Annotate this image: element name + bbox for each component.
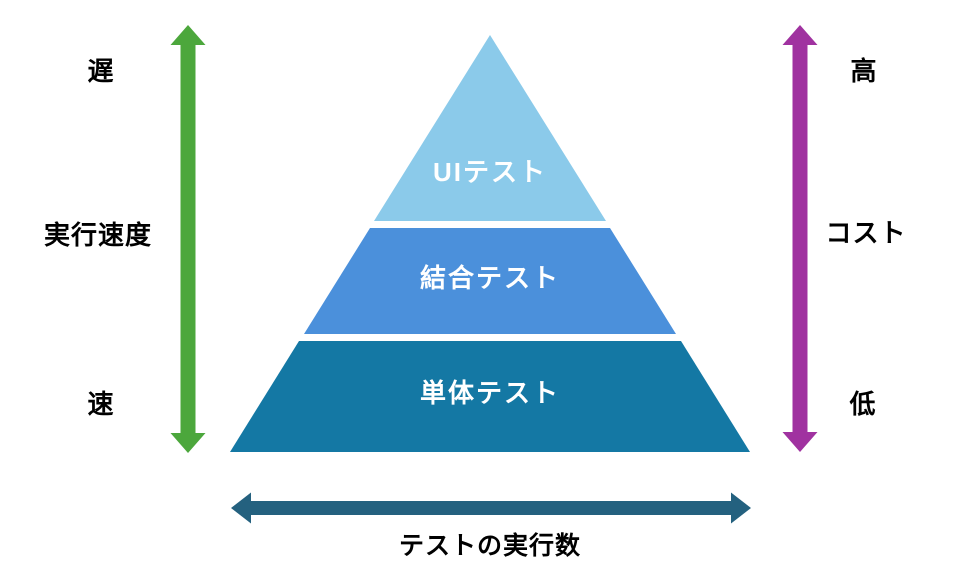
pyramid: UIテスト 結合テスト 単体テスト <box>230 35 750 452</box>
pyramid-layer-unit <box>230 341 750 452</box>
speed-axis: 遅 実行速度 速 <box>44 25 206 453</box>
pyramid-layer-ui-label: UIテスト <box>433 157 547 187</box>
pyramid-layer-ui <box>374 35 606 221</box>
pyramid-layer-integration <box>304 228 676 334</box>
cost-axis: 高 コスト 低 <box>782 25 906 452</box>
speed-bottom-label: 速 <box>87 389 114 419</box>
speed-top-label: 遅 <box>87 56 114 86</box>
speed-axis-double-arrow-icon <box>170 25 206 453</box>
cost-bottom-label: 低 <box>848 389 876 419</box>
speed-axis-label: 実行速度 <box>44 220 152 250</box>
cost-axis-double-arrow-icon <box>782 25 818 452</box>
cost-top-label: 高 <box>850 56 877 86</box>
cost-axis-label: コスト <box>825 218 906 248</box>
test-count-label: テストの実行数 <box>399 531 581 560</box>
pyramid-layer-unit-label: 単体テスト <box>420 378 560 408</box>
test-count-double-arrow-icon <box>231 492 751 524</box>
pyramid-layer-integration-label: 結合テスト <box>420 263 560 293</box>
test-count-axis: テストの実行数 <box>231 492 751 560</box>
